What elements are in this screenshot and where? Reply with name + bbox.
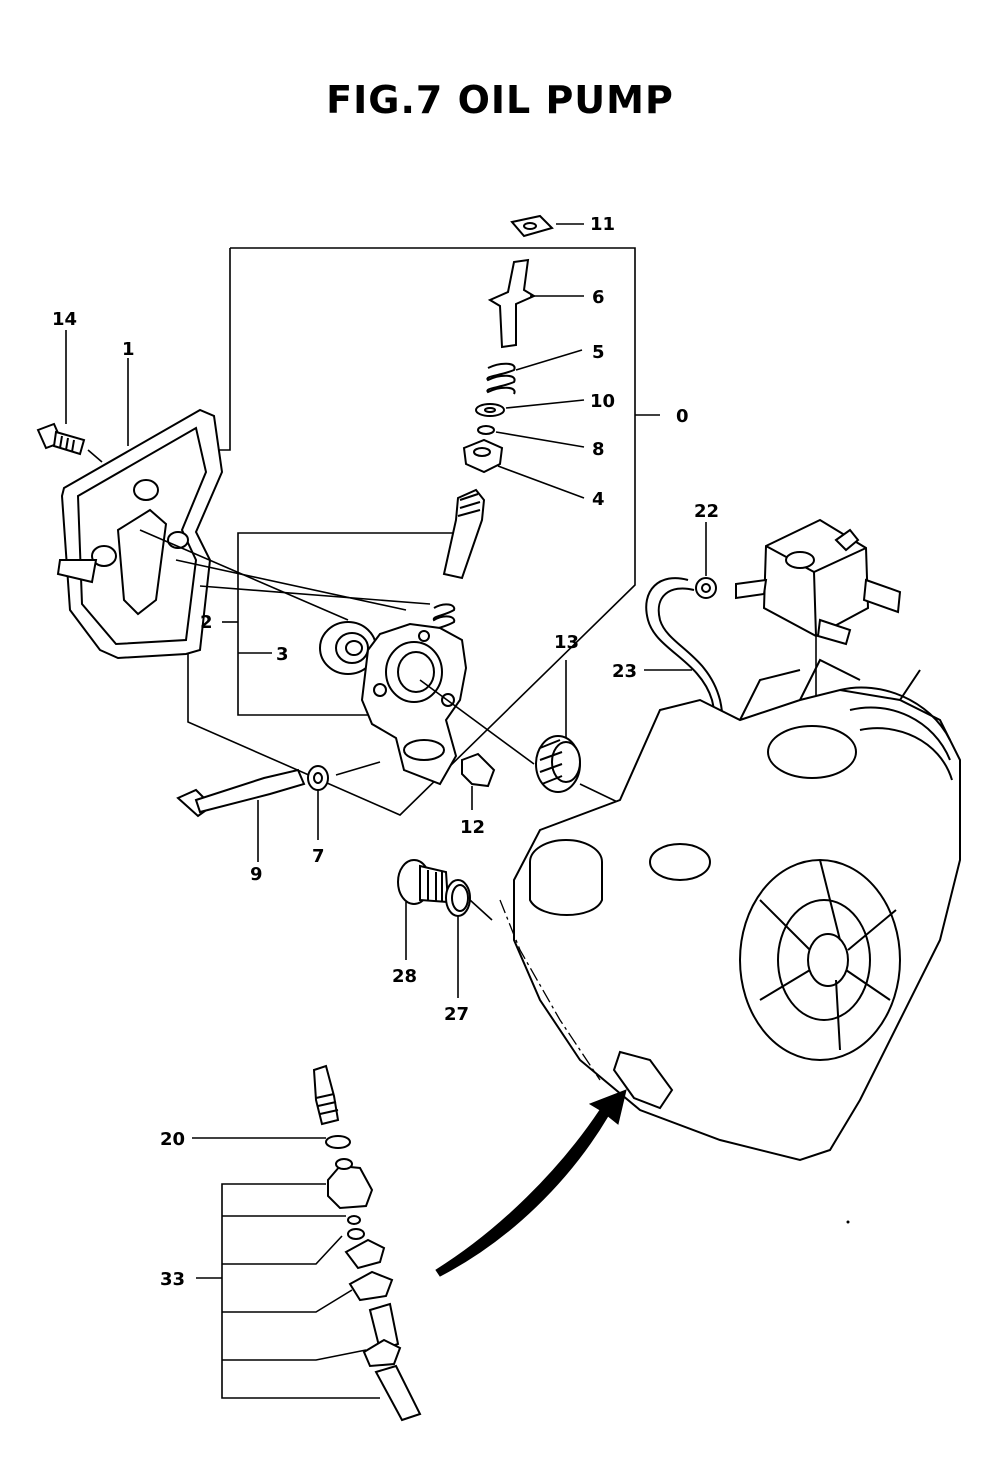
part-9-adjust-screw <box>176 768 306 862</box>
assembly-bracket-0 <box>187 247 660 816</box>
callout-33: 33 <box>160 1269 185 1290</box>
detail-nozzle-parts <box>192 1064 422 1422</box>
engine-crankcase <box>499 658 961 1162</box>
part-6-plunger <box>487 258 584 349</box>
part-13-worm-gear <box>535 660 581 793</box>
part-28-plug <box>397 859 450 960</box>
callout-10: 10 <box>590 391 615 412</box>
part-8-o-ring <box>477 425 585 448</box>
part-22-grommet <box>695 522 717 599</box>
part-27-o-ring <box>445 879 471 998</box>
figure-title: FIG.7 OIL PUMP <box>326 78 674 122</box>
detail-arrow <box>435 1089 627 1277</box>
callout-labels: 11 6 14 1 5 10 0 8 4 22 2 13 3 23 12 9 7… <box>52 214 719 1290</box>
part-worm-shaft <box>442 488 486 580</box>
callout-20: 20 <box>160 1129 185 1150</box>
callout-3: 3 <box>276 644 289 665</box>
part-11-cap <box>510 214 584 238</box>
callout-4: 4 <box>592 489 605 510</box>
part-4-plug <box>462 438 585 499</box>
part-small-spring <box>432 603 456 633</box>
callout-23: 23 <box>612 661 637 682</box>
callout-14: 14 <box>52 309 77 330</box>
part-1-cover-plate <box>56 358 224 660</box>
callout-11: 11 <box>590 214 615 235</box>
callout-6: 6 <box>592 287 605 308</box>
callout-9: 9 <box>250 864 263 885</box>
callout-13: 13 <box>554 632 579 653</box>
assembly-bracket-2 <box>222 532 455 716</box>
part-14-bolt <box>36 330 103 463</box>
carburetor <box>735 518 902 700</box>
callout-7: 7 <box>312 846 325 867</box>
part-pump-housing <box>360 622 468 786</box>
callout-27: 27 <box>444 1004 469 1025</box>
part-12-nozzle <box>461 752 496 810</box>
callout-0: 0 <box>676 406 689 427</box>
callout-12: 12 <box>460 817 485 838</box>
part-7-o-ring <box>307 765 329 840</box>
part-10-washer <box>475 399 585 417</box>
stray-dot <box>846 1220 850 1224</box>
alignment-lines <box>139 529 631 921</box>
callout-8: 8 <box>592 439 605 460</box>
callout-28: 28 <box>392 966 417 987</box>
callout-1: 1 <box>122 339 135 360</box>
part-5-spring <box>486 349 583 395</box>
callout-22: 22 <box>694 501 719 522</box>
callout-5: 5 <box>592 342 605 363</box>
callout-2: 2 <box>200 612 213 633</box>
